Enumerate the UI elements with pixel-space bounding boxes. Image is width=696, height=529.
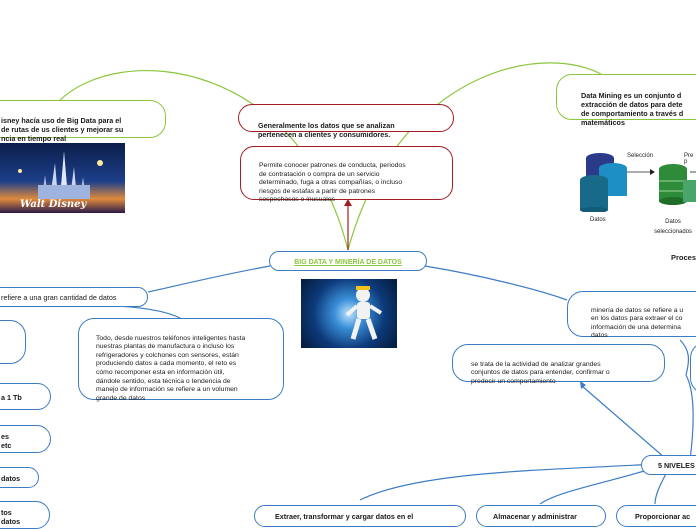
mineria-datos-text: minería de datos se refiere a u en los d… <box>591 306 684 340</box>
left-item-2[interactable]: a 1 Tb <box>0 383 51 410</box>
label-datos: Datos <box>590 217 606 223</box>
patrones-topic[interactable]: Permite conocer patrones de conducta, pe… <box>240 146 453 204</box>
todo-telefonos-topic[interactable]: Todo, desde nuestros teléfonos inteligen… <box>78 318 284 402</box>
almacenar-text: Almacenar y administrar <box>493 512 577 521</box>
gran-cantidad-topic[interactable]: refiere a una gran cantidad de datos <box>0 287 148 307</box>
disney-topic[interactable]: isney hacía uso de Big Data para el de r… <box>0 100 166 143</box>
castle-icon <box>18 151 103 199</box>
extraer-topic[interactable]: Extraer, transformar y cargar datos en e… <box>254 505 466 527</box>
left-item-4[interactable]: datos <box>0 467 39 488</box>
actividad-text: se trata de la actividad de analizar gra… <box>471 360 610 385</box>
todo-telefonos-text: Todo, desde nuestros teléfonos inteligen… <box>96 334 246 402</box>
disney-castle-image: Walt Disney <box>0 143 125 213</box>
left-item-5[interactable]: tos datos <box>0 501 50 529</box>
mineria-datos-topic[interactable]: minería de datos se refiere a u en los d… <box>567 291 696 340</box>
label-seleccion: Selección <box>627 153 654 159</box>
label-proces: Proces <box>671 253 696 262</box>
almacenar-topic[interactable]: Almacenar y administrar <box>476 505 606 527</box>
disney-logo-text: Walt Disney <box>20 199 87 210</box>
datos-clientes-text: Generalmente los datos que se analizan p… <box>258 121 395 139</box>
preprocess-icon <box>683 180 696 202</box>
data-mining-text: Data Mining es un conjunto d extracción … <box>581 91 684 127</box>
proporcionar-topic[interactable]: Proporcionar ac <box>616 505 696 527</box>
robot-figure-icon <box>345 286 383 340</box>
left-item-1[interactable] <box>0 320 26 364</box>
actividad-topic[interactable]: se trata de la actividad de analizar gra… <box>452 344 665 385</box>
patrones-text: Permite conocer patrones de conducta, pe… <box>259 162 406 204</box>
central-title: BIG DATA Y MINERÍA DE DATOS <box>294 259 402 266</box>
selected-database-icon <box>657 163 691 205</box>
label-datos-seleccionados: Datos seleccionados <box>654 219 693 235</box>
extraer-text: Extraer, transformar y cargar datos en e… <box>275 512 414 521</box>
central-topic[interactable]: BIG DATA Y MINERÍA DE DATOS <box>269 251 427 271</box>
disney-text: isney hacía uso de Big Data para el de r… <box>1 116 124 143</box>
database-cylinders-icon <box>578 152 628 212</box>
left-item-3[interactable]: es etc <box>0 425 51 453</box>
tunnel-robot-image <box>301 279 397 348</box>
label-pre: Pre p <box>684 153 694 165</box>
gran-cantidad-text: refiere a una gran cantidad de datos <box>1 293 117 302</box>
cinco-niveles-topic[interactable]: 5 NIVELES <box>641 455 696 475</box>
cinco-niveles-text: 5 NIVELES <box>658 461 695 470</box>
proporcionar-text: Proporcionar ac <box>635 512 691 521</box>
data-mining-topic[interactable]: Data Mining es un conjunto d extracción … <box>556 74 696 127</box>
datos-clientes-topic[interactable]: Generalmente los datos que se analizan p… <box>238 104 454 139</box>
